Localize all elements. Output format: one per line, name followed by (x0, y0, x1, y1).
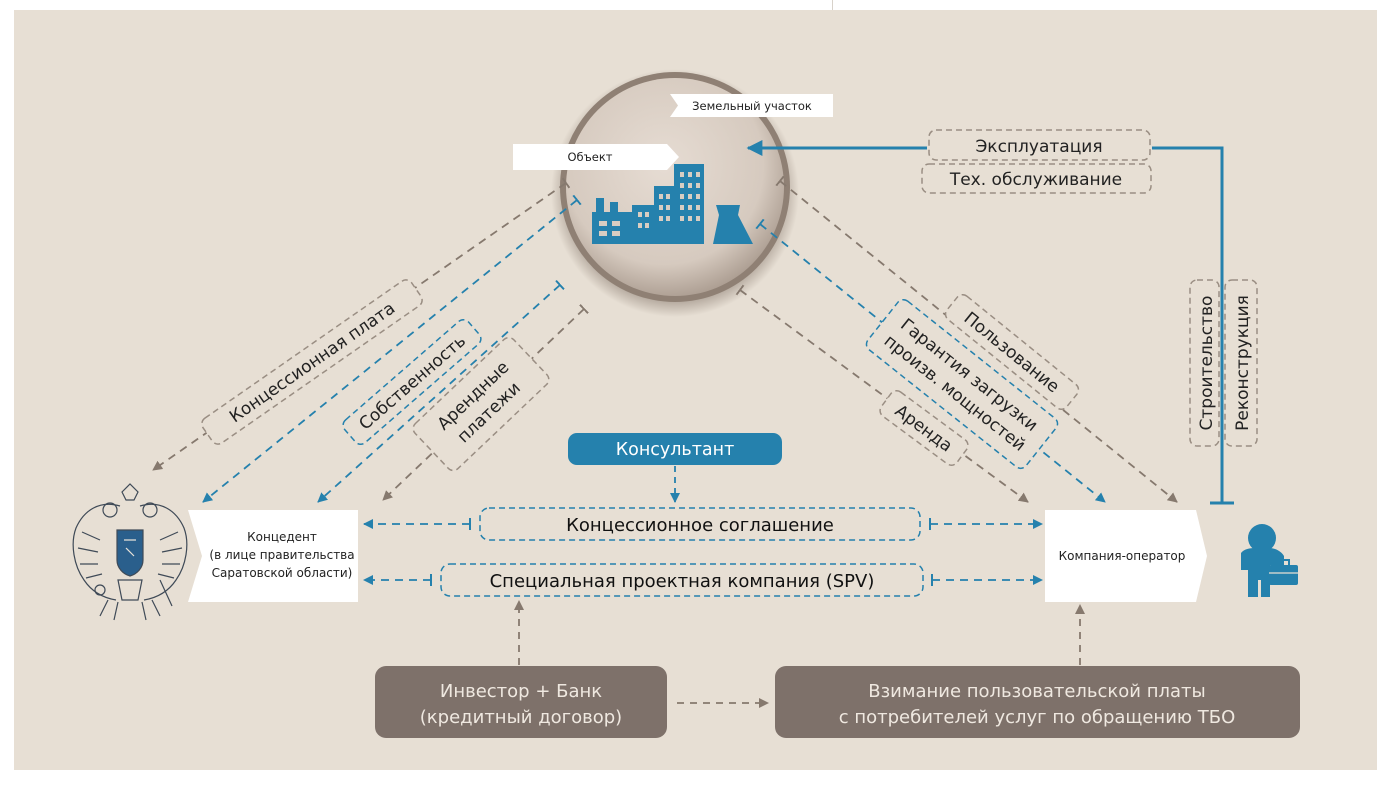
consultant-label: Консультант (616, 440, 735, 460)
object-tag: Объект (513, 144, 679, 170)
bottom-arrows (514, 600, 1085, 708)
maintenance-box: Тех. обслуживание (921, 163, 1152, 194)
spv-row: Специальная проектная компания (SPV) (363, 563, 1043, 597)
concession-agreement-row: Концессионное соглашение (363, 507, 1043, 541)
exploitation-box: Эксплуатация (928, 129, 1151, 161)
investor-box: Инвестор + Банк (кредитный договор) (375, 666, 667, 738)
exploitation-label: Эксплуатация (975, 137, 1102, 157)
person-icon (1241, 524, 1298, 597)
rent-arrow (735, 284, 1029, 503)
investor-label-2: (кредитный договор) (420, 707, 622, 728)
operator-label: Компания-оператор (1059, 549, 1186, 563)
concession-fee-box: Концессионная плата (201, 279, 423, 445)
concedent-node: Концедент (в лице правительства Саратовс… (188, 510, 358, 602)
rent-payments-arrow (382, 303, 589, 501)
factory-icon (592, 164, 753, 244)
investor-label-1: Инвестор + Банк (440, 681, 602, 702)
ownership-arrow-2 (317, 279, 565, 503)
concedent-label-2: (в лице правительства (209, 548, 354, 562)
maintenance-label: Тех. обслуживание (949, 170, 1122, 190)
header-divider (832, 0, 833, 10)
rent-payments-box: Арендные платежи (412, 336, 550, 472)
fee-collection-label-2: с потребителей услуг по обращению ТБО (839, 707, 1236, 728)
fee-collection-box: Взимание пользовательской платы с потреб… (775, 666, 1300, 738)
fee-collection-label-1: Взимание пользовательской платы (868, 681, 1205, 702)
spv-label: Специальная проектная компания (SPV) (490, 571, 875, 592)
land-plot-tag: Земельный участок (670, 94, 833, 117)
reconstruction-label: Реконструкция (1233, 295, 1253, 431)
concedent-label-3: Саратовской области) (212, 566, 353, 580)
construction-exploitation-line (746, 140, 1234, 505)
land-plot-label: Земельный участок (692, 99, 812, 113)
construction-label: Строительство (1197, 296, 1217, 431)
coat-of-arms-icon (72, 483, 188, 621)
reconstruction-box: Реконструкция (1224, 279, 1258, 447)
operator-node: Компания-оператор (1045, 510, 1207, 602)
concedent-label-1: Концедент (247, 530, 317, 544)
guarantee-arrow (755, 218, 1106, 503)
consultant-node: Консультант (568, 433, 782, 503)
concession-agreement-label: Концессионное соглашение (566, 515, 834, 536)
object-label: Объект (568, 150, 613, 164)
construction-box: Строительство (1189, 279, 1220, 447)
